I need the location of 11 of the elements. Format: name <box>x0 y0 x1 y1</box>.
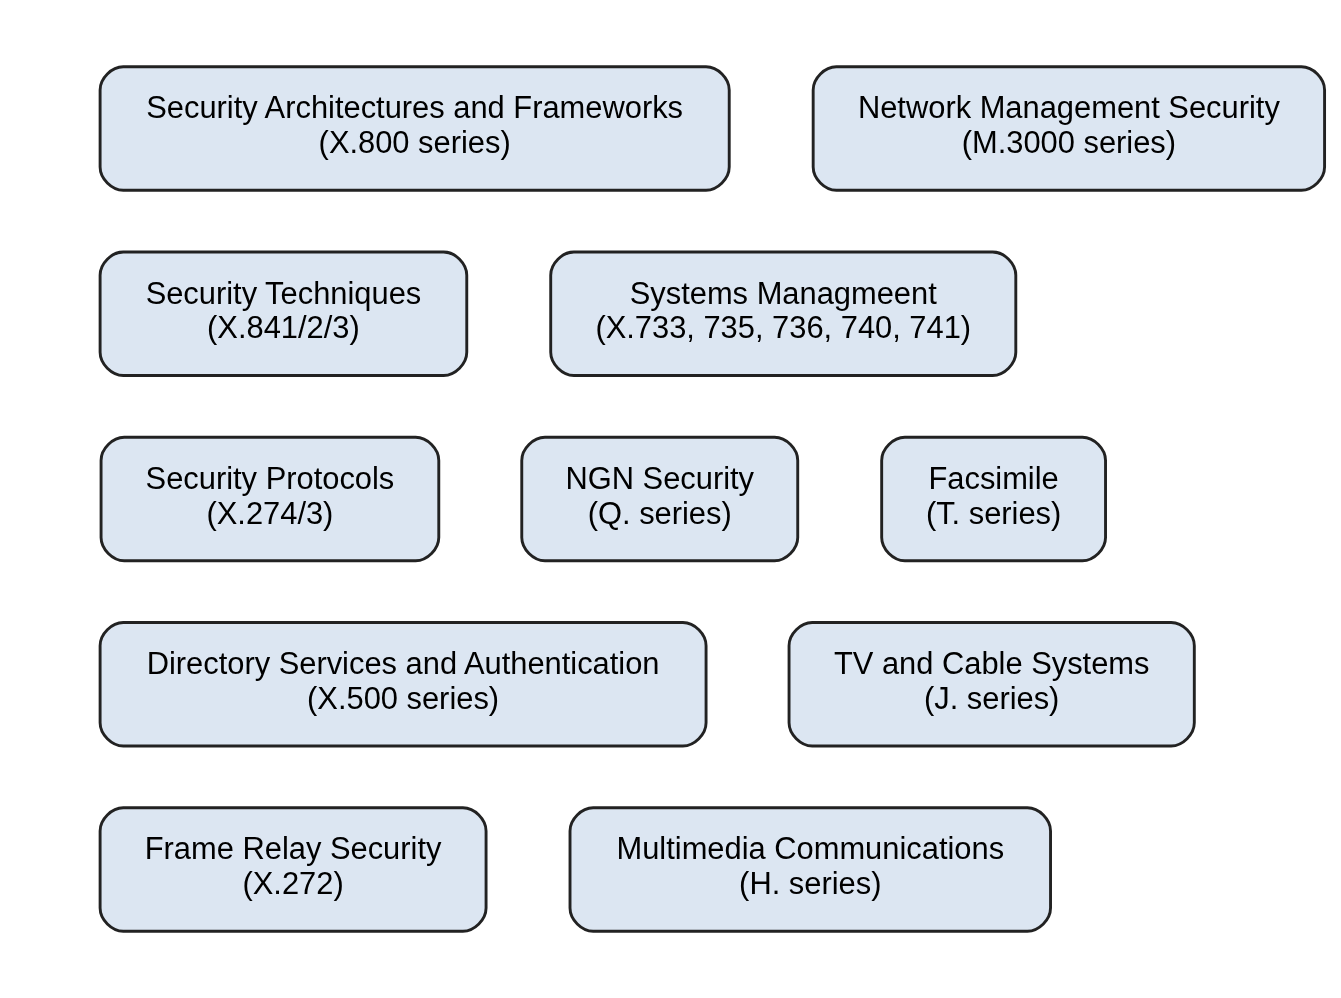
node-box: TV and Cable Systems (J. series) <box>787 621 1196 748</box>
node-box: Security Techniques (X.841/2/3) <box>98 250 469 377</box>
node-box: NGN Security (Q. series) <box>520 435 800 563</box>
node-box: Security Architectures and Frameworks (X.800 series) <box>98 65 731 192</box>
node-box: Security Protocols (X.274/3) <box>99 435 441 563</box>
node-box: Facsimile (T. series) <box>880 435 1107 563</box>
node-box: Multimedia Communications (H. series) <box>568 806 1052 933</box>
node-box: Systems Managmeent (X.733, 735, 736, 740, 741) <box>549 250 1018 377</box>
node-box: Network Management Security (M.3000 series) <box>811 65 1327 192</box>
node-box: Directory Services and Authentication (X.500 series) <box>98 621 708 748</box>
node-box: Frame Relay Security (X.272) <box>98 806 488 933</box>
